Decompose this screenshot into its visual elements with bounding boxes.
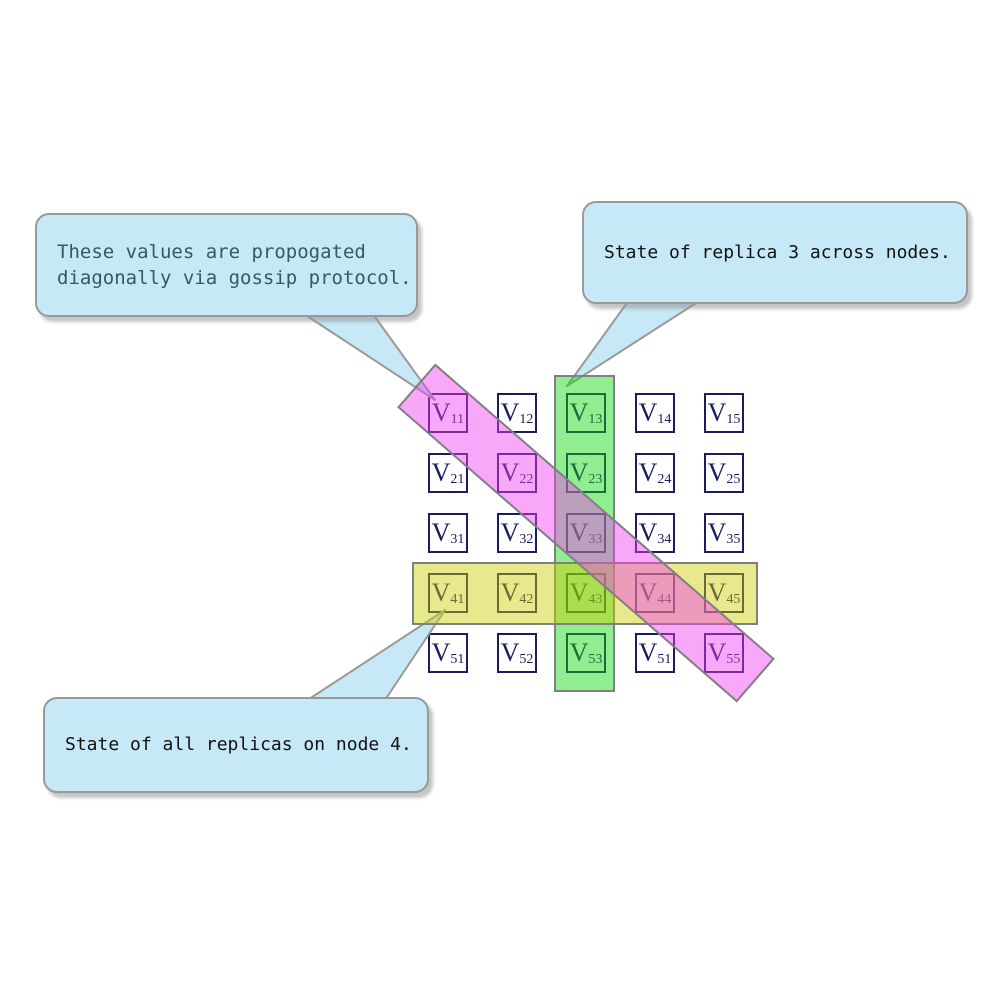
cell-subscript: 15	[726, 412, 741, 427]
cell-label: V	[431, 398, 451, 427]
cell-label: V	[431, 518, 451, 547]
cell-label: V	[431, 638, 451, 667]
cell-subscript: 42	[519, 592, 534, 607]
cell-label: V	[500, 398, 520, 427]
cell-subscript: 35	[726, 532, 741, 547]
cell-subscript: 25	[726, 472, 741, 487]
cell-label: V	[569, 398, 589, 427]
cell-label: V	[707, 458, 727, 487]
cell-subscript: 21	[450, 472, 465, 487]
cell-subscript: 24	[657, 472, 672, 487]
cell-subscript: 11	[450, 412, 465, 427]
cell-label: V	[638, 398, 658, 427]
cell-subscript: 51	[657, 652, 672, 667]
replica-callout: State of replica 3 across nodes.	[582, 201, 968, 304]
cell-label: V	[707, 578, 727, 607]
cell-label: V	[431, 458, 451, 487]
cell-label: V	[569, 458, 589, 487]
cell-subscript: 23	[588, 472, 603, 487]
replica-callout-pointer	[566, 295, 708, 387]
cell-label: V	[569, 518, 589, 547]
cell-subscript: 14	[657, 412, 672, 427]
cell-subscript: 52	[519, 652, 534, 667]
cell-subscript: 55	[726, 652, 741, 667]
cell-label: V	[638, 458, 658, 487]
cell-label: V	[500, 518, 520, 547]
cell-subscript: 12	[519, 412, 534, 427]
cell-subscript: 33	[588, 532, 603, 547]
cell-subscript: 41	[450, 592, 465, 607]
callout-text: These values are propogated	[57, 241, 366, 263]
cell-subscript: 34	[657, 532, 672, 547]
cell-label: V	[638, 638, 658, 667]
callout-text: State of all replicas on node 4.	[65, 734, 412, 755]
callout-text: State of replica 3 across nodes.	[604, 241, 951, 263]
cell-subscript: 45	[726, 592, 741, 607]
node-4-row-band	[412, 562, 758, 625]
cell-label: V	[707, 518, 727, 547]
cell-label: V	[500, 578, 520, 607]
cell-subscript: 53	[588, 652, 603, 667]
cell-label: V	[638, 518, 658, 547]
cell-subscript: 13	[588, 412, 603, 427]
cell-label: V	[569, 578, 589, 607]
cell-subscript: 32	[519, 532, 534, 547]
callout-text: diagonally via gossip protocol.	[57, 267, 412, 289]
node-callout: State of all replicas on node 4.	[43, 697, 429, 793]
cell-subscript: 31	[450, 532, 465, 547]
cell-label: V	[431, 578, 451, 607]
cell-label: V	[500, 638, 520, 667]
cell-label: V	[500, 458, 520, 487]
replica-3-column-band	[554, 375, 615, 692]
cell-subscript: 43	[588, 592, 603, 607]
cell-subscript: 22	[519, 472, 534, 487]
cell-label: V	[569, 638, 589, 667]
cell-subscript: 51	[450, 652, 465, 667]
cell-label: V	[707, 638, 727, 667]
cell-label: V	[707, 398, 727, 427]
cell-label: V	[638, 578, 658, 607]
cell-subscript: 44	[657, 592, 672, 607]
gossip-callout: These values are propogated diagonally v…	[35, 213, 418, 317]
